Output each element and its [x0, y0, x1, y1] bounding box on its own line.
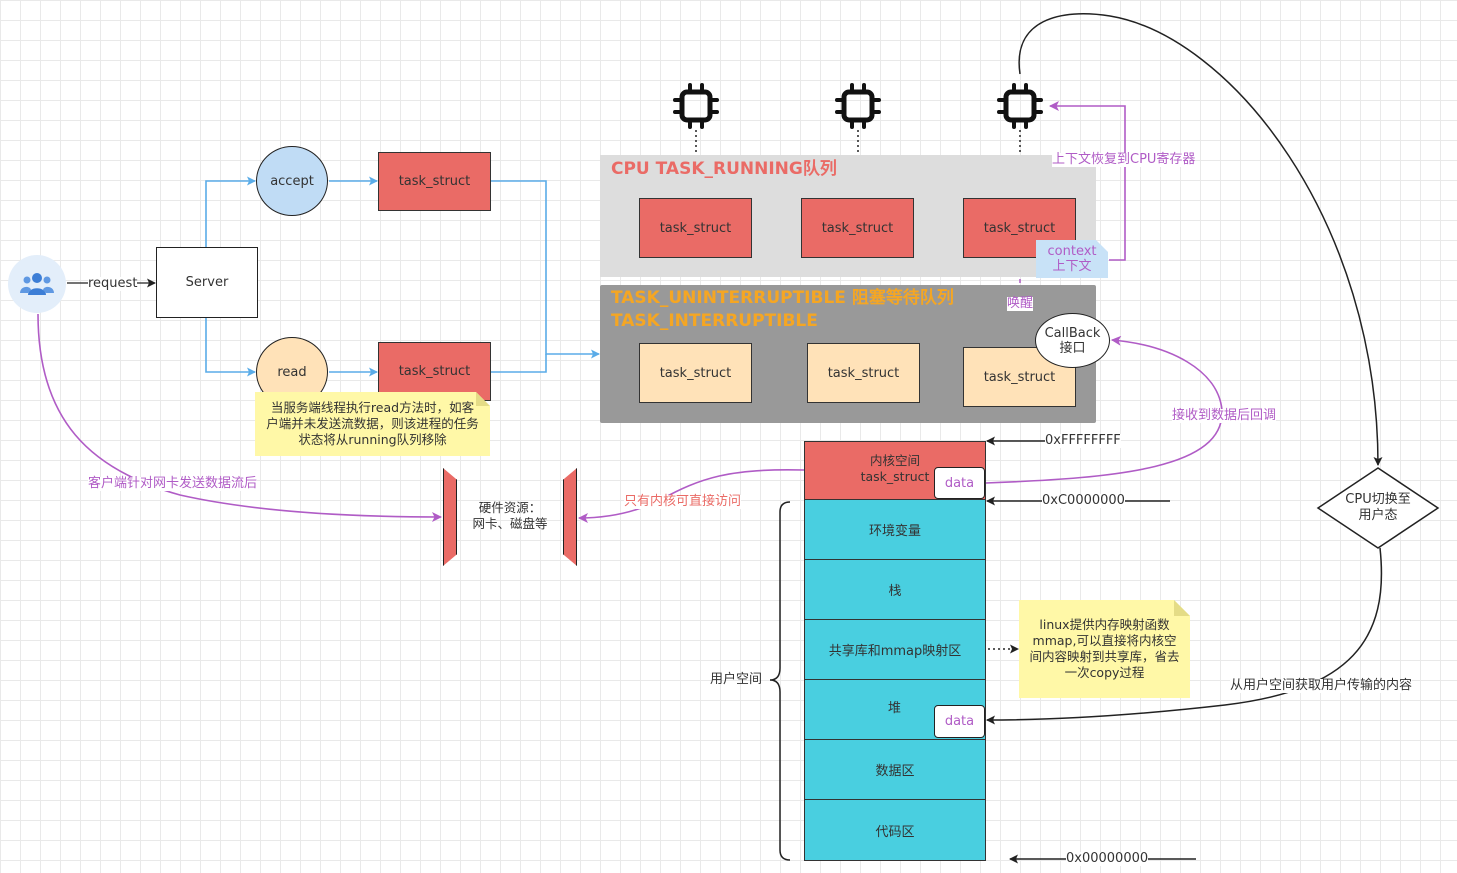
running-task-2[interactable]: task_struct	[801, 198, 914, 258]
context-restore-arrow	[1049, 101, 1126, 261]
task-struct-label: task_struct	[983, 220, 1056, 236]
server-to-read	[205, 318, 256, 377]
mmap-note: linux提供内存映射函数mmap,可以直接将内核空间内容映射到共享库，省去一次…	[1019, 600, 1190, 698]
client-send-arrow	[37, 313, 442, 522]
kernel-space-text: 内核空间 task_struct	[804, 452, 986, 486]
server-to-accept	[205, 176, 256, 247]
segment-label: 环境变量	[868, 524, 921, 539]
data-label: data	[944, 475, 975, 491]
cpu-switch-line1: CPU切换至	[1345, 492, 1411, 507]
read-note: 当服务端线程执行read方法时，如客户端并未发送流数据，则该进程的任务状态将从r…	[255, 392, 490, 456]
task-struct-label: task_struct	[659, 220, 732, 236]
user-avatar[interactable]	[8, 255, 66, 313]
segment-label: 数据区	[875, 764, 915, 779]
fetch-user-label: 从用户空间获取用户传输的内容	[1230, 678, 1413, 693]
addr-bottom-label: 0x00000000	[1066, 851, 1149, 866]
callback-line2: 接口	[1059, 340, 1086, 356]
restore-label: 上下文恢复到CPU寄存器	[1052, 152, 1196, 167]
hardware-left-bracket	[443, 468, 457, 566]
hardware-line1: 硬件资源：	[478, 500, 542, 515]
user-space-label: 用户空间	[710, 672, 763, 687]
task-struct-label: task_struct	[398, 364, 471, 379]
segment-label: 堆	[888, 701, 902, 716]
server-label: Server	[185, 275, 229, 290]
read-task-struct[interactable]: task_struct	[378, 342, 491, 401]
cpu-switch-diamond	[1316, 467, 1440, 549]
memory-segment-stack[interactable]: 栈	[804, 559, 986, 620]
wake-label: 唤醒	[1007, 296, 1034, 311]
segment-label: 代码区	[875, 824, 915, 840]
running-queue-title: CPU TASK_RUNNING队列	[611, 159, 837, 179]
cpu-switch-label: CPU切换至 用户态	[1328, 488, 1428, 528]
read-label: read	[277, 364, 307, 380]
context-note: context 上下文	[1036, 240, 1108, 278]
data-label: data	[944, 714, 975, 729]
blocked-task-2[interactable]: task_struct	[807, 343, 920, 403]
kernel-data-cell[interactable]: data	[934, 467, 985, 499]
received-callback-label: 接收到数据后回调	[1172, 408, 1277, 423]
hardware-resource[interactable]: 硬件资源： 网卡、磁盘等	[457, 495, 563, 537]
fetch-user-arrow	[986, 547, 1383, 725]
cpu-chip-icon	[996, 82, 1044, 134]
accept-node[interactable]: accept	[256, 146, 328, 216]
task-struct-label: task_struct	[821, 220, 894, 236]
segment-label: 共享库和mmap映射区	[828, 644, 962, 659]
context-note-line2: 上下文	[1052, 259, 1092, 274]
kernel-line1: 内核空间	[869, 453, 920, 468]
hardware-line2: 网卡、磁盘等	[472, 516, 548, 531]
server-box[interactable]: Server	[156, 247, 258, 318]
blocked-task-1[interactable]: task_struct	[639, 343, 752, 403]
addr-top-label: 0xFFFFFFFF	[1045, 433, 1121, 448]
memory-segment-code[interactable]: 代码区	[804, 799, 986, 861]
request-label: request	[88, 276, 138, 291]
kernel-line2: task_struct	[860, 469, 930, 484]
user-space-brace	[769, 501, 791, 861]
segment-label: 栈	[888, 584, 902, 599]
callback-interface[interactable]: CallBack 接口	[1035, 313, 1110, 368]
mmap-note-text: linux提供内存映射函数mmap,可以直接将内核空间内容映射到共享库，省去一次…	[1029, 617, 1180, 680]
accept-task-struct[interactable]: task_struct	[378, 152, 491, 211]
client-send-label: 客户端针对网卡发送数据流后	[88, 476, 258, 491]
addr-mid-label: 0xC0000000	[1042, 493, 1125, 508]
callback-arrow	[985, 335, 1223, 484]
read-note-text: 当服务端线程执行read方法时，如客户端并未发送流数据，则该进程的任务状态将从r…	[266, 400, 479, 447]
task-struct-label: task_struct	[398, 174, 471, 189]
heap-data-cell[interactable]: data	[934, 705, 985, 738]
users-icon	[20, 273, 54, 295]
cpu-switch-line2: 用户态	[1358, 508, 1398, 523]
hardware-right-bracket	[563, 468, 577, 566]
memory-segment-mmap[interactable]: 共享库和mmap映射区	[804, 619, 986, 680]
cpu-loop-arrow	[1018, 13, 1383, 466]
kernel-only-label: 只有内核可直接访问	[624, 494, 742, 509]
memory-segment-data[interactable]: 数据区	[804, 739, 986, 800]
task-struct-label: task_struct	[983, 369, 1056, 385]
task-struct-label: task_struct	[659, 365, 732, 381]
callback-line1: CallBack	[1044, 325, 1101, 341]
task-struct-label: task_struct	[827, 365, 900, 381]
accept-task-to-queue	[491, 180, 600, 359]
blocked-queue-title-2: TASK_INTERRUPTIBLE	[611, 311, 818, 331]
running-task-1[interactable]: task_struct	[639, 198, 752, 258]
cpu-chip-icon	[834, 82, 882, 134]
memory-segment-env[interactable]: 环境变量	[804, 499, 986, 560]
context-note-line1: context	[1047, 244, 1097, 259]
cpu-chip-icon	[672, 82, 720, 134]
blocked-queue-title-1: TASK_UNINTERRUPTIBLE 阻塞等待队列	[611, 288, 954, 308]
accept-label: accept	[270, 173, 314, 189]
read-task-to-queue	[491, 354, 547, 373]
